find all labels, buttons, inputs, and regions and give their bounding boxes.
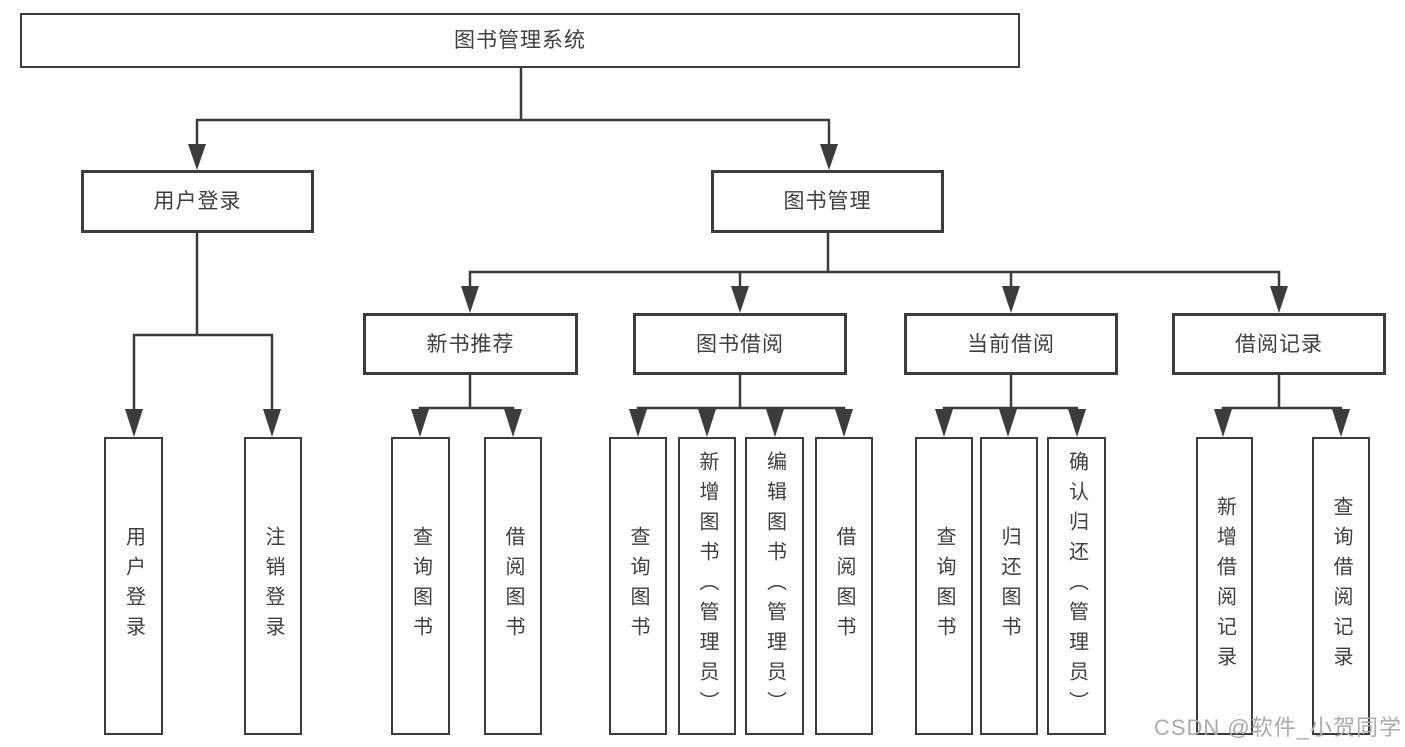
leaf-query-books-2: 查询图书 [609, 437, 667, 735]
node-book-management: 图书管理 [711, 170, 944, 233]
leaf-borrow-books-1: 借阅图书 [484, 437, 542, 735]
node-borrowing-records: 借阅记录 [1172, 313, 1386, 375]
node-new-book-recommend: 新书推荐 [363, 313, 578, 375]
leaf-query-books-1-label: 查询图书 [409, 526, 432, 646]
leaf-add-book-admin: 新增图书（管理员） [678, 437, 736, 735]
leaf-borrow-books-2: 借阅图书 [815, 437, 873, 735]
watermark: CSDN @软件_小贺同学 [1153, 715, 1402, 740]
leaf-query-books-2-label: 查询图书 [627, 526, 649, 646]
leaf-query-borrow-record-label: 查询借阅记录 [1330, 496, 1352, 676]
node-user-login-label: 用户登录 [153, 190, 242, 213]
arrowheads [125, 144, 1350, 437]
book-management-connector [468, 233, 1281, 289]
leaf-query-books-3-label: 查询图书 [933, 526, 955, 646]
leaf-query-books-1: 查询图书 [391, 437, 450, 735]
node-current-borrowing-label: 当前借阅 [967, 332, 1055, 356]
leaf-return-books-label: 归还图书 [998, 526, 1020, 646]
leaf-confirm-return-admin-label: 确认归还（管理员） [1065, 451, 1088, 721]
leaf-edit-book-admin-label: 编辑图书（管理员） [763, 451, 786, 721]
node-borrowing-records-label: 借阅记录 [1235, 332, 1323, 356]
current-borrow-connector [942, 375, 1079, 412]
leaf-confirm-return-admin: 确认归还（管理员） [1047, 437, 1106, 735]
leaf-edit-book-admin: 编辑图书（管理员） [745, 437, 804, 735]
user-login-connector [132, 233, 274, 412]
leaf-return-books: 归还图书 [980, 437, 1038, 735]
leaf-logout: 注销登录 [244, 437, 302, 735]
root-connector [195, 68, 831, 146]
new-book-connector [418, 375, 515, 412]
node-library-management-system-label: 图书管理系统 [454, 29, 586, 52]
node-current-borrowing: 当前借阅 [904, 313, 1118, 375]
node-book-management-label: 图书管理 [783, 190, 872, 213]
leaf-borrow-books-2-label: 借阅图书 [833, 526, 855, 646]
leaf-query-borrow-record: 查询借阅记录 [1312, 437, 1370, 735]
node-new-book-recommend-label: 新书推荐 [426, 332, 515, 356]
leaf-add-book-admin-label: 新增图书（管理员） [696, 451, 718, 721]
leaf-user-login-label: 用户登录 [122, 526, 145, 646]
leaf-add-borrow-record: 新增借阅记录 [1196, 437, 1253, 735]
book-borrow-connector [636, 375, 846, 412]
leaf-query-books-3: 查询图书 [915, 437, 973, 735]
node-book-borrowing: 图书借阅 [633, 313, 847, 375]
leaf-logout-label: 注销登录 [262, 526, 284, 646]
node-user-login: 用户登录 [81, 170, 314, 233]
node-book-borrowing-label: 图书借阅 [696, 332, 784, 356]
leaf-borrow-books-1-label: 借阅图书 [502, 526, 524, 646]
leaf-user-login: 用户登录 [104, 437, 163, 735]
node-library-management-system: 图书管理系统 [20, 13, 1020, 68]
borrow-record-connector [1221, 375, 1343, 412]
leaf-add-borrow-record-label: 新增借阅记录 [1213, 496, 1236, 676]
